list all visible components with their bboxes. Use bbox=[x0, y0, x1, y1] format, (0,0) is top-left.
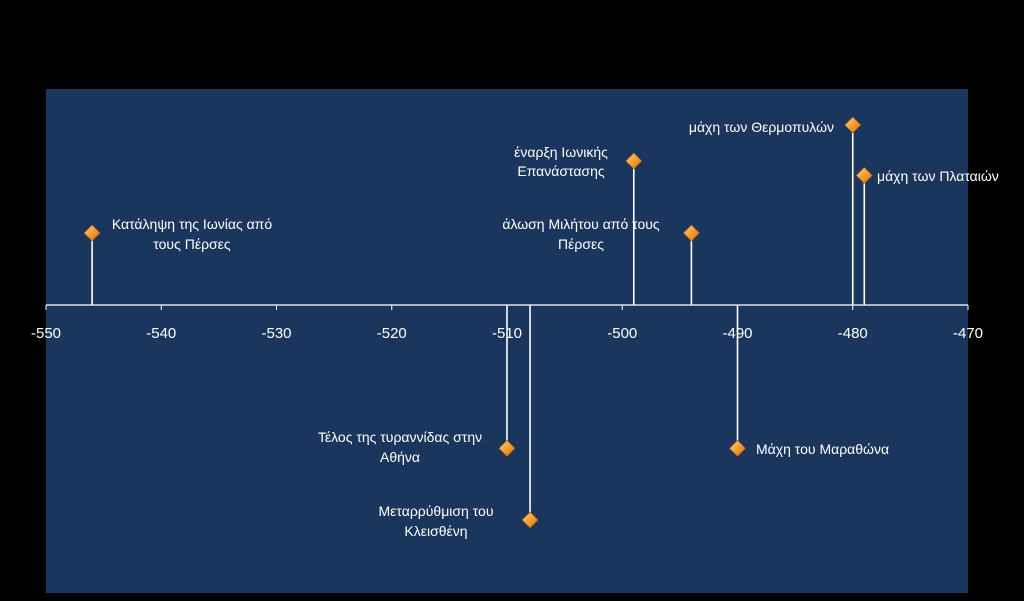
event-marker bbox=[855, 166, 873, 184]
event-labels: Κατάληψη της Ιωνίας από τους ΠέρσεςΤέλος … bbox=[112, 119, 999, 539]
event-marker bbox=[83, 224, 101, 242]
event-marker bbox=[844, 116, 862, 134]
event-marker bbox=[625, 152, 643, 170]
event-marker bbox=[498, 439, 516, 457]
x-tick-label: -480 bbox=[838, 325, 868, 342]
event-label: Επανάστασης bbox=[517, 163, 604, 179]
event-label: Μάχη του Μαραθώνα bbox=[756, 441, 889, 457]
x-tick-label: -550 bbox=[31, 325, 61, 342]
event-stems bbox=[91, 125, 866, 520]
event-label: Κατάληψη της Ιωνίας από bbox=[112, 216, 272, 232]
event-label: Πέρσες bbox=[558, 236, 604, 252]
event-label: τους Πέρσες bbox=[153, 236, 231, 252]
x-tick-label: -530 bbox=[261, 325, 291, 342]
event-label: Μεταρρύθμιση του bbox=[379, 503, 494, 519]
event-markers bbox=[83, 116, 873, 529]
event-label: έναρξη Ιωνικής bbox=[514, 144, 608, 160]
event-marker bbox=[729, 439, 746, 457]
event-marker bbox=[521, 511, 539, 529]
x-tick-label: -470 bbox=[953, 325, 983, 342]
event-label: μάχη των Πλαταιών bbox=[877, 168, 999, 184]
x-tick-label: -510 bbox=[492, 325, 522, 342]
x-axis-ticks bbox=[45, 305, 969, 310]
event-label: Τέλος της τυραννίδας στην bbox=[318, 429, 482, 445]
event-label: Κλεισθένη bbox=[404, 523, 467, 539]
event-marker bbox=[682, 224, 700, 242]
event-label: άλωση Μιλήτου από τους bbox=[502, 216, 660, 232]
x-tick-label: -500 bbox=[607, 325, 637, 342]
x-axis-tick-labels: -550 -540 -530 -520 -510 -500 -490 -480 -470 bbox=[31, 325, 983, 342]
event-label: μάχη των Θερμοπυλών bbox=[689, 119, 834, 135]
event-label: Αθήνα bbox=[380, 449, 420, 465]
x-tick-label: -540 bbox=[146, 325, 176, 342]
x-tick-label: -490 bbox=[722, 325, 752, 342]
x-tick-label: -520 bbox=[377, 325, 407, 342]
